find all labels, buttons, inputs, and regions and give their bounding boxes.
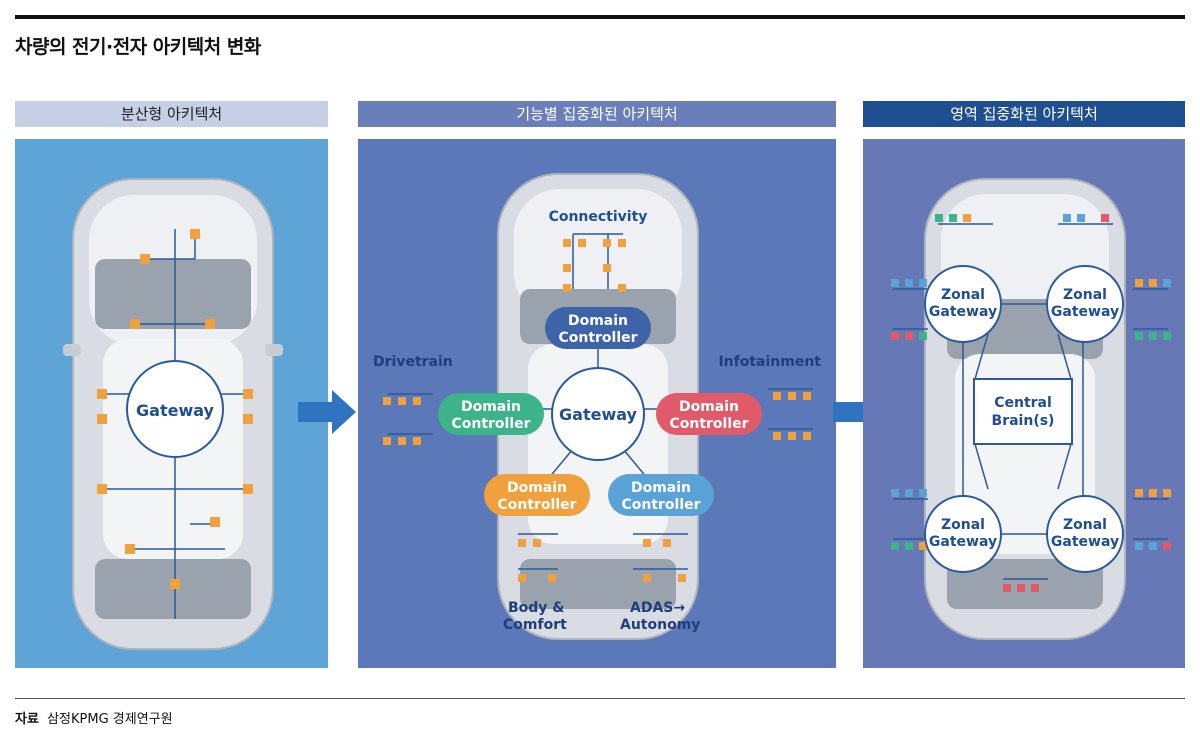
source-label: 자료 xyxy=(15,712,39,727)
gateway-label: Gateway xyxy=(559,405,638,424)
adas-label: ADAS→ xyxy=(630,600,685,616)
zonal-label: Gateway xyxy=(1051,534,1119,550)
dc-label: Domain xyxy=(461,399,521,415)
car-diagram-zonal: Zonal Gateway Zonal Gateway Zonal Gatewa… xyxy=(891,178,1171,640)
panel-zonal: Zonal Gateway Zonal Gateway Zonal Gatewa… xyxy=(863,139,1185,668)
dc-label: Controller xyxy=(669,416,748,432)
panel-distributed: Gateway xyxy=(15,139,328,668)
central-brain-label: Central xyxy=(994,395,1052,411)
domain-controller-adas xyxy=(608,474,714,516)
panel-domain: Connectivity Drivetrain Infotainment Dom… xyxy=(358,139,836,668)
central-brain-label: Brain(s) xyxy=(992,413,1055,429)
bottom-rule xyxy=(15,698,1185,699)
zonal-label: Zonal xyxy=(1063,287,1107,303)
zonal-gateway-front-right xyxy=(1046,265,1124,343)
zonal-label: Zonal xyxy=(941,517,985,533)
gateway-node xyxy=(551,367,645,461)
zonal-gateway-rear-right xyxy=(1046,495,1124,573)
body-comfort-label: Body & xyxy=(508,600,565,616)
adas-label: Autonomy xyxy=(620,617,700,633)
infotainment-label: Infotainment xyxy=(718,354,821,370)
ecu-nodes xyxy=(891,214,1171,592)
zonal-gateway-front-left xyxy=(924,265,1002,343)
dc-label: Controller xyxy=(558,330,637,346)
car-diagram-domain: Connectivity Drivetrain Infotainment Dom… xyxy=(373,173,821,640)
gateway-node xyxy=(126,360,224,458)
domain-controller-drivetrain xyxy=(438,393,544,435)
arrow-right-icon xyxy=(298,390,356,434)
domain-controller-connectivity xyxy=(545,307,651,349)
zonal-label: Gateway xyxy=(1051,304,1119,320)
panel-header-zonal: 영역 집중화된 아키텍처 xyxy=(863,101,1185,127)
page-title: 차량의 전기·전자 아키텍처 변화 xyxy=(15,36,261,58)
dc-label: Domain xyxy=(679,399,739,415)
zonal-gateway-rear-left xyxy=(924,495,1002,573)
source-note: 자료 삼정KPMG 경제연구원 xyxy=(15,708,173,727)
connectivity-label: Connectivity xyxy=(549,209,648,225)
ecu-nodes xyxy=(383,239,811,582)
central-brain xyxy=(973,378,1073,445)
dc-label: Controller xyxy=(497,497,576,513)
gateway-label: Gateway xyxy=(136,401,215,420)
dc-label: Domain xyxy=(507,480,567,496)
zonal-label: Zonal xyxy=(941,287,985,303)
top-rule xyxy=(15,15,1185,19)
ecu-nodes xyxy=(97,229,253,589)
panel-header-distributed: 분산형 아키텍처 xyxy=(15,101,328,127)
dc-label: Domain xyxy=(568,313,628,329)
dc-label: Domain xyxy=(631,480,691,496)
zonal-label: Gateway xyxy=(929,534,997,550)
body-comfort-label: Comfort xyxy=(503,617,567,633)
dc-label: Controller xyxy=(451,416,530,432)
domain-controller-body xyxy=(484,474,590,516)
car-diagram-distributed: Gateway xyxy=(63,178,283,650)
source-text: 삼정KPMG 경제연구원 xyxy=(47,712,173,727)
panel-header-domain: 기능별 집중화된 아키텍처 xyxy=(358,101,836,127)
zonal-label: Zonal xyxy=(1063,517,1107,533)
drivetrain-label: Drivetrain xyxy=(373,354,453,370)
dc-label: Controller xyxy=(621,497,700,513)
zonal-label: Gateway xyxy=(929,304,997,320)
domain-controller-infotainment xyxy=(656,393,762,435)
